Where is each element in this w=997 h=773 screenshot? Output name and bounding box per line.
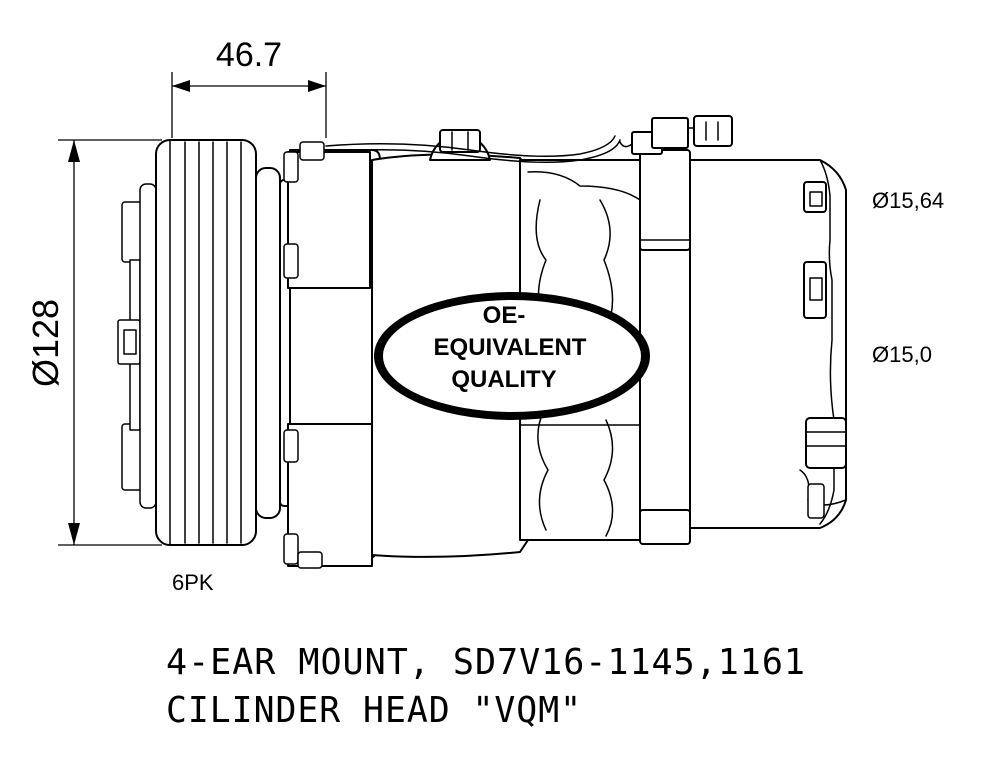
mounting-ear-lower: [287, 423, 373, 567]
part-caption: 4-EAR MOUNT, SD7V16-1145,1161 CILINDER H…: [166, 642, 806, 731]
port-diameter-lower-label: Ø15,0: [872, 342, 932, 367]
pulley-width-label: 46.7: [216, 36, 282, 74]
badge-line-1: OE-: [483, 302, 526, 329]
badge-line-3: QUALITY: [451, 366, 556, 393]
pressure-relief-valve: [805, 417, 847, 469]
mounting-ear-upper: [287, 151, 371, 289]
control-valve-connector: [619, 115, 733, 545]
clutch-pulley: [117, 139, 295, 546]
front-housing: [283, 141, 381, 569]
dimension-pulley-diameter: Ø128: [25, 139, 162, 546]
dimension-pulley-width: 46.7: [171, 36, 327, 138]
pulley-diameter-label: Ø128: [25, 299, 66, 387]
caption-line-2: CILINDER HEAD "VQM": [166, 690, 582, 731]
rear-cylinder-head: [689, 159, 847, 529]
badge-line-2: EQUIVALENT: [434, 334, 587, 361]
belt-type-label: 6PK: [172, 570, 214, 595]
oe-equivalent-badge: OE- EQUIVALENT QUALITY: [374, 292, 650, 420]
caption-line-1: 4-EAR MOUNT, SD7V16-1145,1161: [166, 642, 806, 683]
port-diameter-upper-label: Ø15,64: [872, 188, 944, 213]
